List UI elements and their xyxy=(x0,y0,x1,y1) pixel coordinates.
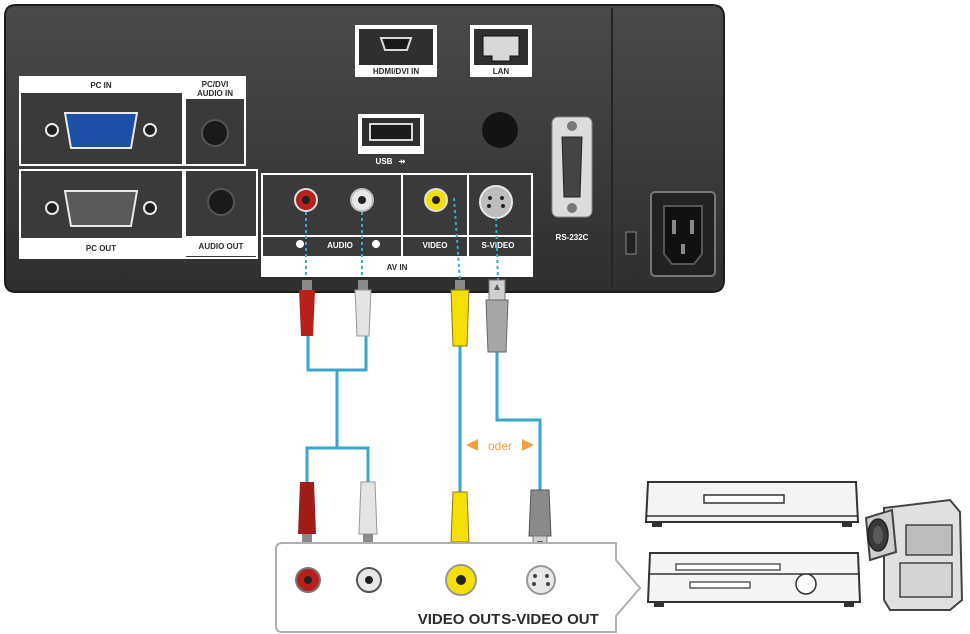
left-arrow-icon xyxy=(466,439,478,451)
pc-out-port: PC OUT xyxy=(19,169,184,259)
audio-out-label: AUDIO OUT xyxy=(199,242,244,251)
or-label: oder xyxy=(488,439,512,453)
av-in-label: AV IN xyxy=(387,263,408,272)
pc-dvi-label: PC/DVI xyxy=(202,80,229,89)
usb-symbol-icon: ⇸ xyxy=(399,157,406,166)
ir-sensor xyxy=(482,112,518,148)
video-label: VIDEO xyxy=(423,241,448,250)
usb-port: USB ⇸ xyxy=(358,114,424,166)
projector-back-panel: PC IN PC/DVI AUDIO IN PC OUT xyxy=(4,4,725,293)
s-video-label: S-VIDEO xyxy=(482,241,515,250)
hdmi-port-icon xyxy=(379,37,413,51)
source-device-panel: VIDEO OUT S-VIDEO OUT xyxy=(275,542,642,633)
rs232c-port: RS-232C xyxy=(551,116,593,242)
s-video-plug xyxy=(485,279,509,353)
power-inlet-icon xyxy=(663,205,703,265)
s-video-out-label: S-VIDEO OUT xyxy=(501,611,599,628)
cables xyxy=(305,332,542,492)
av-in-block: AUDIO VIDEO S-VIDEO AV IN xyxy=(261,173,533,277)
audio-out-port: AUDIO OUT xyxy=(184,169,258,259)
audio-in-label: AUDIO IN xyxy=(197,89,233,98)
lower-plugs xyxy=(298,481,552,554)
lan-port: LAN xyxy=(470,25,532,77)
video-out-label: VIDEO OUT xyxy=(418,611,501,628)
rs232c-label: RS-232C xyxy=(556,233,589,242)
right-arrow-icon xyxy=(522,439,534,451)
red-plug-lower xyxy=(298,482,316,546)
vcr-icon xyxy=(644,481,860,527)
dotted-leads xyxy=(305,197,499,281)
serial-port-icon xyxy=(561,136,583,198)
audio-label: AUDIO xyxy=(327,241,353,250)
s-video-output xyxy=(526,565,556,595)
red-plug xyxy=(299,280,315,336)
hdmi-port: HDMI/DVI IN xyxy=(355,25,437,77)
upper-plugs xyxy=(299,279,509,353)
pc-in-port: PC IN xyxy=(19,76,184,166)
pc-in-label: PC IN xyxy=(90,81,112,90)
yellow-plug xyxy=(450,280,470,347)
usb-port-icon xyxy=(369,123,413,141)
pc-dvi-audio-in-port: PC/DVI AUDIO IN xyxy=(184,76,246,166)
hdmi-label: HDMI/DVI IN xyxy=(373,67,419,76)
camcorder-icon xyxy=(864,498,964,611)
lan-label: LAN xyxy=(493,67,510,76)
usb-label: USB xyxy=(376,157,393,166)
power-inlet xyxy=(625,191,716,277)
or-annotation: oder xyxy=(466,439,534,453)
pc-out-label: PC OUT xyxy=(86,244,116,253)
white-plug-lower xyxy=(358,481,378,546)
white-plug xyxy=(354,280,372,337)
s-video-jack xyxy=(479,185,513,219)
vga-port-icon xyxy=(45,112,157,149)
dvd-player-icon xyxy=(646,552,862,607)
vga-out-port-icon xyxy=(45,190,157,227)
lan-port-icon xyxy=(482,35,520,62)
